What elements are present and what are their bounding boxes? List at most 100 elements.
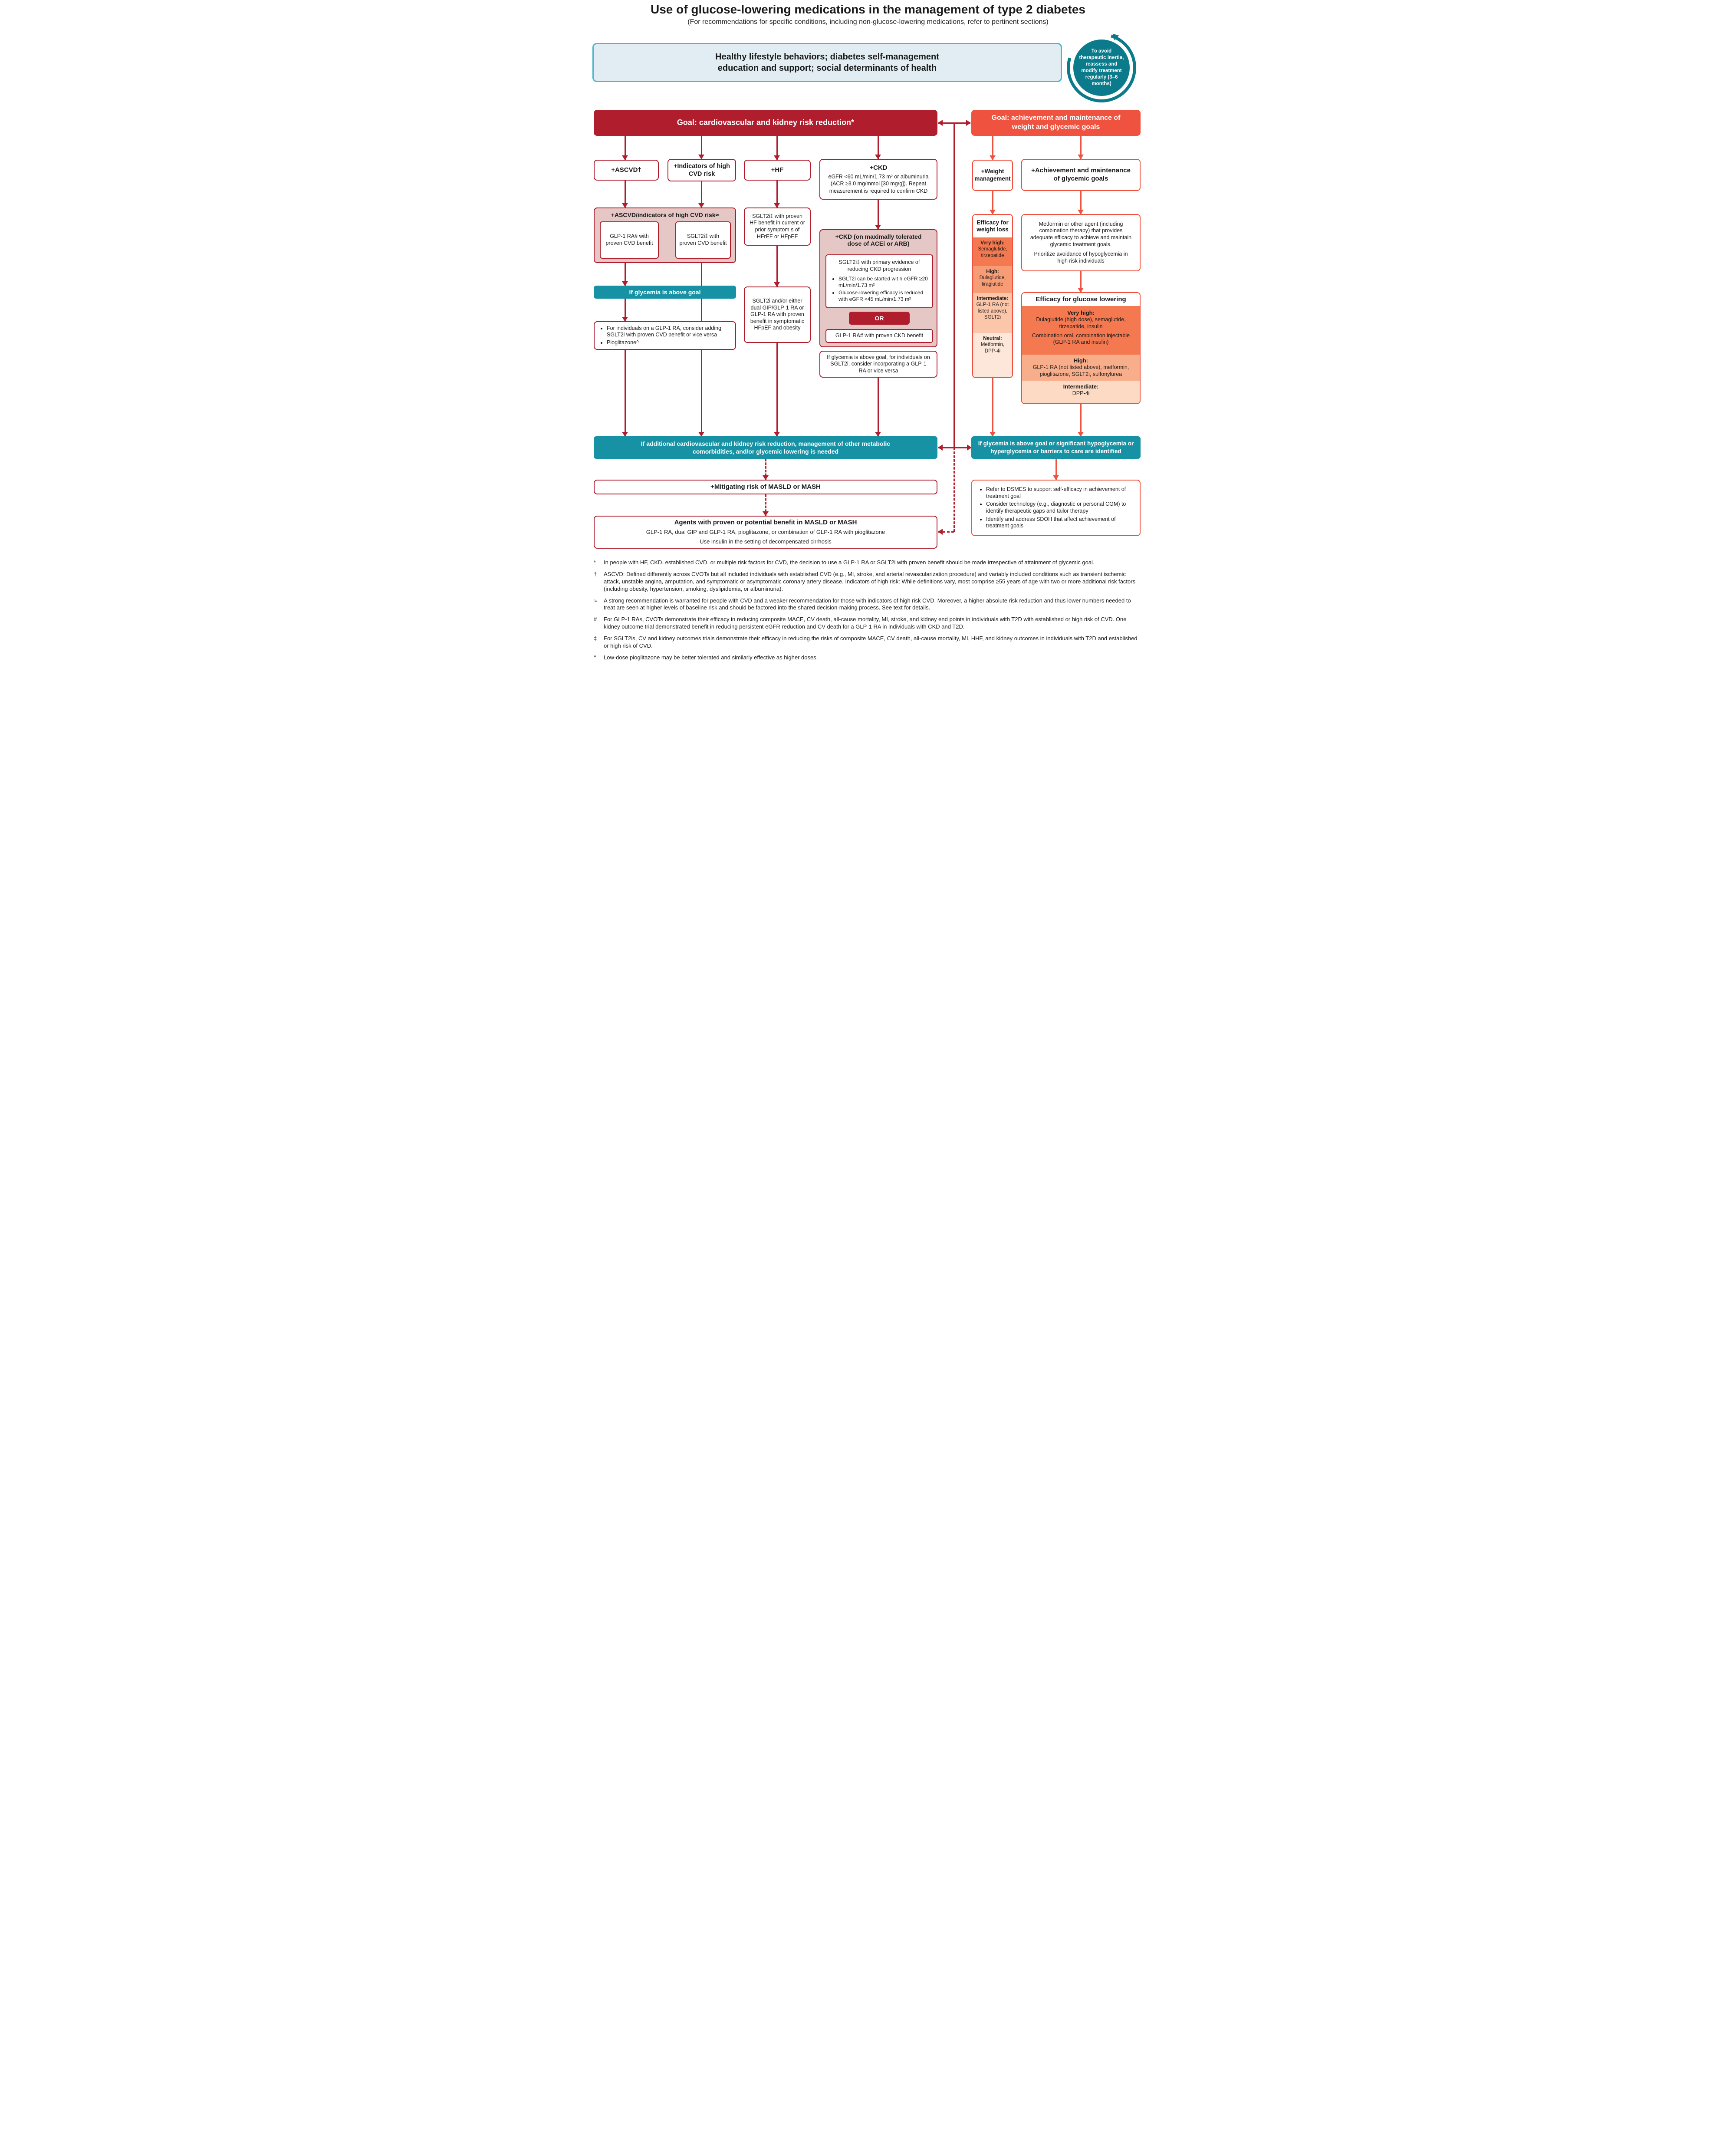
arrow-part [877,200,879,229]
glycemic-bottom-banner-label: If glycemia is above goal or significant… [978,440,1134,454]
tier-label: Neutral: [983,336,1002,341]
footnote-caret: ^ Low-dose pioglitazone may be better to… [594,654,1142,662]
arrow-part [1078,155,1084,159]
branch-ckd-title: +CKD [869,164,888,172]
branch-glycemic-goals-label: +Achievement and maintenance of glycemic… [1031,167,1131,182]
tier-high: High: Dulaglutide, liraglutide [973,266,1012,293]
footnote-symbol: ^ [594,654,597,661]
arrow-part [992,191,993,214]
tier-drugs-secondary: Combination oral, combination injectable… [1032,332,1130,346]
arrow-part [990,210,996,214]
tier-drugs: GLP-1 RA (not listed above), SGLT2i [976,302,1009,320]
footnote-symbol: # [594,616,597,623]
glycemia-option-item: Pioglitazone^ [607,339,732,346]
ckd-sglt2i-bullet: Glucose-lowering efficacy is reduced wit… [838,290,929,303]
glycemia-above-goal-banner: If glycemia is above goal [594,286,736,299]
arrow-part [990,432,996,437]
arrow-part [624,181,626,207]
arrow-part [938,529,943,535]
arrow-part [1080,136,1082,159]
arrow-part [966,120,971,126]
footnote-approx: ≈ A strong recommendation is warranted f… [594,597,1142,612]
arrow-part [622,203,628,208]
arrow-part [698,432,704,437]
masld-agents-title: Agents with proven or potential benefit … [674,519,857,527]
weight-efficacy-panel: Efficacy for weight loss Very high: Sema… [972,214,1013,378]
metformin-note: Prioritize avoidance of hypoglycemia in … [1034,251,1128,264]
sglt2i-cvd-option: SGLT2i‡ with proven CVD benefit [675,221,731,259]
tier-very-high: Very high: Semaglutide, tirzepatide [973,237,1012,266]
weight-efficacy-title: Efficacy for weight loss [976,219,1009,233]
branch-glycemic-goals: +Achievement and maintenance of glycemic… [1021,159,1141,191]
arrow-part [1078,210,1084,214]
tier-drugs: Dulaglutide, liraglutide [979,275,1006,287]
arrow-part [967,444,972,451]
glycemia-option-item: For individuals on a GLP-1 RA, consider … [607,325,732,339]
footnote-text: For SGLT2is, CV and kidney outcomes tria… [604,635,1138,649]
glucose-efficacy-title: Efficacy for glucose lowering [1036,296,1126,303]
tier-label: Intermediate: [1063,383,1099,390]
ckd-panel-title: +CKD (on maximally tolerated dose of ACE… [820,233,937,247]
tier-drugs: Dulaglutide (high dose), semaglutide, ti… [1036,316,1126,329]
tier-label: High: [1073,357,1088,364]
lifestyle-banner-text: Healthy lifestyle behaviors; diabetes se… [715,52,939,73]
masld-agents-box: Agents with proven or potential benefit … [594,516,937,549]
tier-drugs: Semaglutide, tirzepatide [978,247,1007,258]
arrow-part [953,123,955,448]
support-action-item: Consider technology (e.g., diagnostic or… [986,501,1135,514]
ckd-sglt2i-evidence-box: SGLT2i‡ with primary evidence of reducin… [825,254,933,308]
ckd-panel-title-label: +CKD (on maximally tolerated dose of ACE… [835,233,922,247]
arrow-part [877,378,879,436]
arrow-part [776,246,778,286]
therapeutic-inertia-badge: To avoid therapeutic inertia, reassess a… [1054,20,1146,115]
therapeutic-inertia-label: To avoid therapeutic inertia, reassess a… [1079,49,1124,86]
arrow-part [875,155,881,159]
arrow-part [992,136,993,160]
footnote-dagger: † ASCVD: Defined differently across CVOT… [594,571,1142,593]
figure-subtitle: (For recommendations for specific condit… [687,18,1049,26]
figure-title: Use of glucose-lowering medications in t… [651,3,1085,16]
arrow-part [938,531,954,533]
therapeutic-inertia-circle: To avoid therapeutic inertia, reassess a… [1073,40,1130,96]
ckd-glycemia-note: If glycemia is above goal, for individua… [819,351,937,378]
ckd-sglt2i-heading: SGLT2i‡ with primary evidence of reducin… [838,259,920,272]
arrow-part [877,136,879,159]
metformin-text: Metformin or other agent (including comb… [1030,221,1132,247]
arrow-part [776,136,778,160]
arrow-part [1053,475,1059,480]
goal-weight-glycemic-header: Goal: achievement and maintenance of wei… [971,110,1141,136]
tier-label: High: [986,269,999,274]
tier-drugs: GLP-1 RA (not listed above), metformin, … [1032,364,1129,377]
ascvd-panel: +ASCVD/indicators of high CVD risk≈ GLP-… [594,207,736,263]
arrow-part [622,281,628,286]
tier-drugs: Metformin, DPP-4i [980,342,1005,354]
cv-bottom-banner: If additional cardiovascular and kidney … [594,436,937,459]
glp1-cvd-option: GLP-1 RA# with proven CVD benefit [600,221,659,259]
tier-intermediate: Intermediate: DPP-4i [1022,381,1140,403]
arrow-part [776,181,778,207]
branch-ascvd: +ASCVD† [594,160,659,181]
support-actions-box: Refer to DSMES to support self-efficacy … [971,480,1141,536]
footnotes: * In people with HF, CKD, established CV… [594,559,1142,666]
arrow-part [938,444,943,451]
tier-label: Intermediate: [976,296,1009,301]
arrow-part [622,155,628,160]
footnote-hash: # For GLP-1 RAs, CVOTs demonstrate their… [594,616,1142,631]
tier-very-high: Very high: Dulaglutide (high dose), sema… [1022,306,1140,355]
figure-canvas: Use of glucose-lowering medications in t… [590,0,1146,688]
footnote-symbol: ‡ [594,635,597,642]
tier-drugs: DPP-4i [1072,390,1090,397]
tier-high: High: GLP-1 RA (not listed above), metfo… [1022,355,1140,381]
arrow-part [774,203,780,208]
arrow-part [1080,191,1082,214]
glp1-ckd-option: GLP-1 RA# with proven CKD benefit [825,329,933,343]
footnote-text: ASCVD: Defined differently across CVOTs … [604,570,1136,592]
arrow-part [1078,432,1084,437]
arrow-part [938,120,943,126]
footnote-asterisk: * In people with HF, CKD, established CV… [594,559,1142,566]
cv-bottom-banner-label: If additional cardiovascular and kidney … [641,440,891,455]
ckd-panel: +CKD (on maximally tolerated dose of ACE… [819,229,937,347]
flow-arrows [590,0,1146,688]
branch-high-cvd-risk: +Indicators of high CVD risk [667,159,736,181]
glucose-efficacy-panel: Efficacy for glucose lowering Very high:… [1021,292,1141,404]
